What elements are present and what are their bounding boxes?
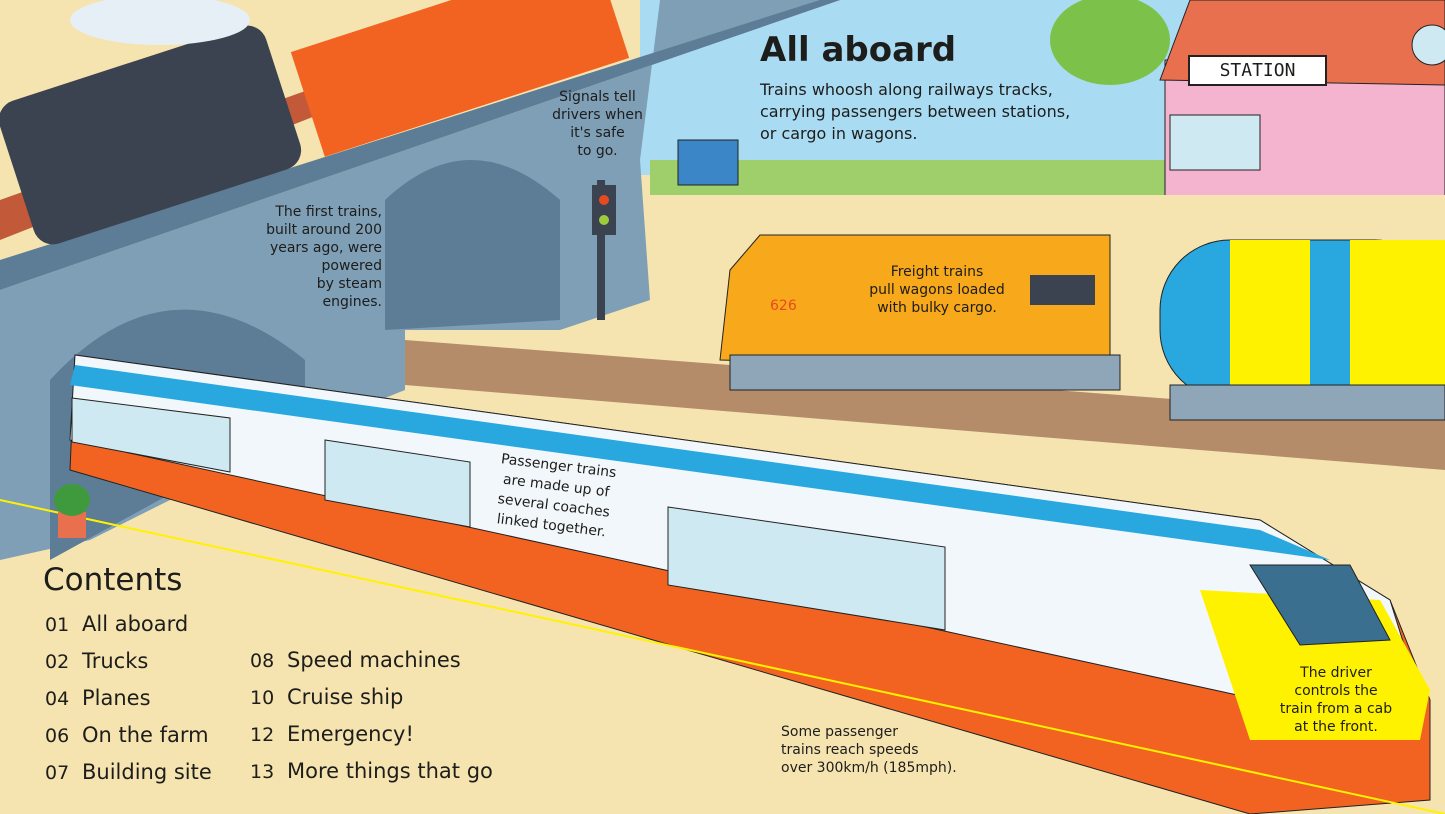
- caption-line: controls the: [1294, 683, 1378, 699]
- contents-label: Building site: [82, 760, 212, 784]
- caption-speed: Some passenger trains reach speeds over …: [781, 723, 981, 777]
- freight-locomotive: 626: [719, 234, 1121, 391]
- potted-plant: [54, 484, 90, 538]
- contents-label: All aboard: [82, 612, 189, 636]
- caption-line: train from a cab: [1279, 701, 1393, 717]
- page-number: 08: [250, 650, 275, 672]
- caption-line: to go.: [577, 143, 618, 159]
- contents-label: More things that go: [287, 759, 493, 783]
- page-number: 12: [250, 724, 275, 746]
- caption-driver: The driver controls the train from a cab…: [1266, 664, 1406, 736]
- caption-line: Some passenger: [781, 724, 898, 740]
- caption-freight: Freight trains pull wagons loaded with b…: [857, 263, 1017, 317]
- contents-item[interactable]: 02 Trucks: [45, 643, 212, 680]
- contents-label: On the farm: [82, 723, 209, 747]
- contents-label: Emergency!: [287, 722, 414, 746]
- intro-text: Trains whoosh along railways tracks, car…: [760, 80, 1071, 143]
- caption-passenger: Passenger trains are made up of several …: [481, 448, 630, 544]
- caption-line: The driver: [1300, 665, 1372, 681]
- page-number: 01: [45, 614, 70, 636]
- page-number: 04: [45, 688, 70, 710]
- contents-item[interactable]: 01 All aboard: [45, 606, 212, 643]
- tank-wagon: [1159, 239, 1445, 421]
- caption-line: Signals tell: [559, 89, 636, 105]
- contents-column-right: 08 Speed machines 10 Cruise ship 12 Emergen…: [250, 642, 493, 790]
- contents-title: Contents: [43, 562, 183, 598]
- caption-line: at the front.: [1294, 719, 1378, 735]
- caption-line: drivers when: [552, 107, 643, 123]
- contents-column-left: 01 All aboard 02 Trucks 04 Planes 06 On the …: [45, 606, 212, 791]
- contents-label: Planes: [82, 686, 151, 710]
- caption-line: Freight trains: [890, 264, 984, 280]
- caption-line: with bulky cargo.: [877, 300, 997, 316]
- contents-item[interactable]: 07 Building site: [45, 754, 212, 791]
- steam-train: [0, 0, 630, 245]
- contents-label: Cruise ship: [287, 685, 404, 709]
- contents-item[interactable]: 10 Cruise ship: [250, 679, 493, 716]
- contents-label: Speed machines: [287, 648, 461, 672]
- caption-line: built around 200: [266, 222, 382, 238]
- timetable-board: [677, 139, 739, 186]
- contents-label: Trucks: [82, 649, 149, 673]
- page-number: 06: [45, 725, 70, 747]
- caption-signals: Signals tell drivers when it's safe to g…: [530, 88, 665, 160]
- passenger-train: [0, 354, 1445, 814]
- caption-line: engines.: [322, 294, 383, 310]
- contents-item[interactable]: 13 More things that go: [250, 753, 493, 790]
- page-number: 07: [45, 762, 70, 784]
- caption-line: it's safe: [570, 125, 625, 141]
- locomotive-number: 626: [770, 298, 797, 314]
- contents-item[interactable]: 12 Emergency!: [250, 716, 493, 753]
- caption-line: over 300km/h (185mph).: [781, 760, 957, 776]
- contents-item[interactable]: 06 On the farm: [45, 717, 212, 754]
- caption-line: trains reach speeds: [781, 742, 919, 758]
- signal: [592, 180, 616, 320]
- caption-line: years ago, were: [269, 240, 382, 256]
- caption-line: powered: [321, 258, 382, 274]
- page-number: 13: [250, 761, 275, 783]
- page-title: All aboard: [760, 30, 957, 70]
- contents-item[interactable]: 04 Planes: [45, 680, 212, 717]
- tree: [1050, 0, 1170, 85]
- station-building: [1159, 0, 1445, 211]
- page-number: 10: [250, 687, 275, 709]
- caption-line: by steam: [316, 276, 382, 292]
- contents-item[interactable]: 08 Speed machines: [250, 642, 493, 679]
- caption-line: The first trains,: [275, 204, 382, 220]
- page-number: 02: [45, 651, 70, 673]
- caption-line: pull wagons loaded: [869, 282, 1005, 298]
- caption-first-trains: The first trains, built around 200 years…: [230, 203, 382, 311]
- station-sign: STATION: [1188, 55, 1327, 86]
